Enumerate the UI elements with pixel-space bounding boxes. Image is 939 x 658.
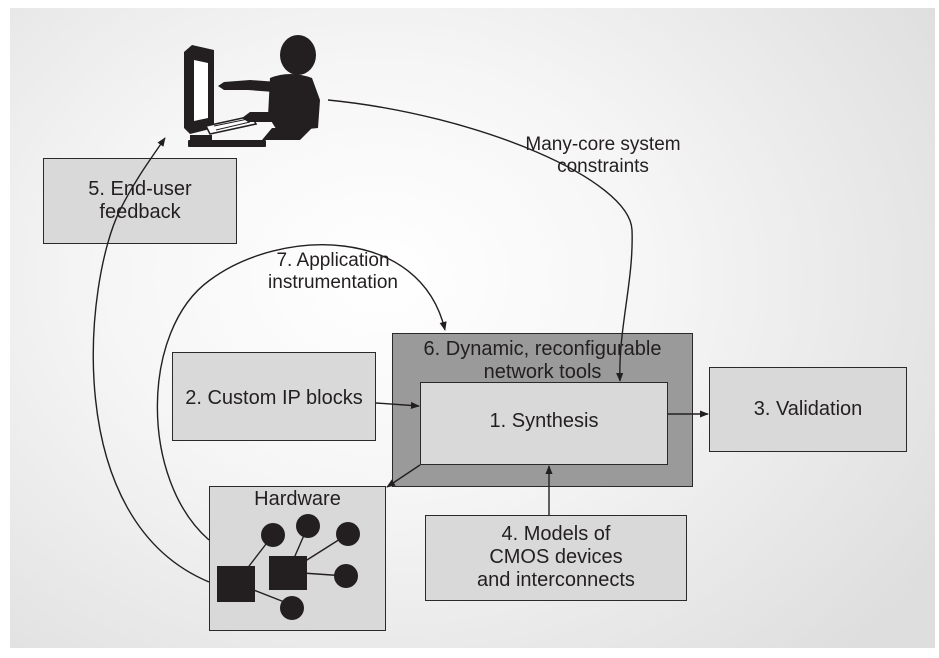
person-at-computer-icon bbox=[184, 35, 320, 147]
constraints-label: Many-core system constraints bbox=[525, 134, 681, 177]
feedback-label: 5. End-user feedback bbox=[88, 178, 192, 223]
arrow-constraints bbox=[327, 99, 633, 382]
models-label: 4. Models of CMOS devices and interconne… bbox=[477, 523, 635, 591]
synthesis-box bbox=[420, 382, 668, 465]
feedback-box bbox=[43, 158, 237, 244]
arrow-custom-ip-to-synthesis bbox=[375, 401, 420, 410]
validation-label: 3. Validation bbox=[753, 398, 863, 420]
arrow-instrumentation bbox=[156, 244, 447, 541]
dynamic-tools-label: 6. Dynamic, reconfigurable network tools bbox=[423, 338, 662, 383]
validation-box bbox=[709, 367, 907, 452]
custom-ip-box bbox=[172, 352, 376, 441]
hardware-label: Hardware bbox=[254, 488, 341, 510]
models-box bbox=[425, 515, 687, 601]
network-graph-icon bbox=[217, 514, 360, 620]
synthesis-label: 1. Synthesis bbox=[489, 410, 599, 432]
instrumentation-label: 7. Application instrumentation bbox=[268, 250, 398, 293]
arrow-synthesis-to-hardware bbox=[386, 464, 421, 488]
custom-ip-label: 2. Custom IP blocks bbox=[185, 387, 363, 409]
arrow-hardware-to-user bbox=[92, 137, 210, 583]
